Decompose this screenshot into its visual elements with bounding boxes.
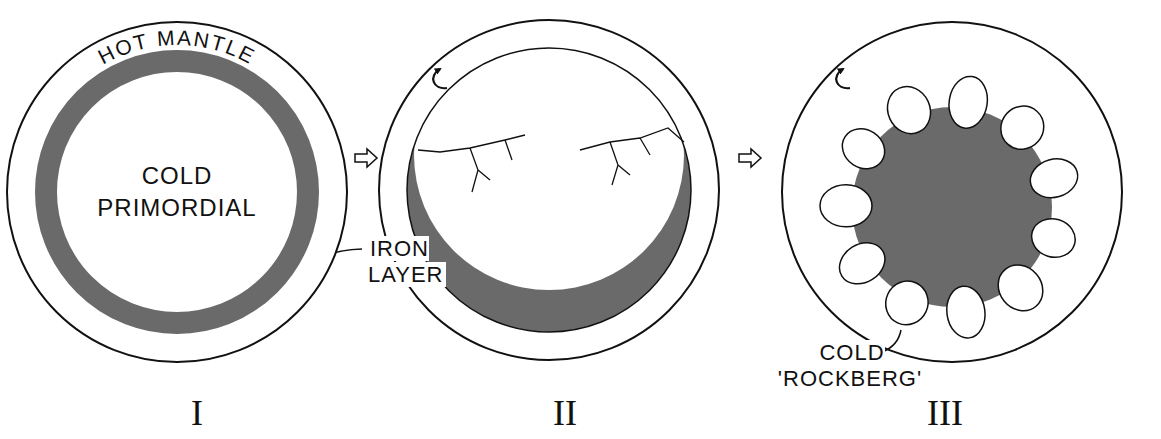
stage-number: I xyxy=(189,393,205,433)
mantle-drawing: HOT MANTLE xyxy=(5,20,349,364)
core-outline xyxy=(407,48,691,332)
label-box: III xyxy=(905,393,985,433)
iron-ring xyxy=(46,61,308,323)
iron-crescent xyxy=(407,20,691,332)
label-box: I xyxy=(157,393,237,433)
rockberg xyxy=(1026,154,1082,204)
mantle-outline xyxy=(379,20,719,360)
rockberg xyxy=(879,274,936,332)
core-label: COLD PRIMORDIAL xyxy=(72,160,282,224)
rockberg xyxy=(944,284,988,341)
rockberg xyxy=(945,74,991,131)
mantle-label: HOT MANTLE xyxy=(94,26,260,69)
label-box: IRON LAYER xyxy=(368,236,460,288)
callout-label: IRON LAYER xyxy=(368,236,446,287)
rockberg xyxy=(1027,213,1080,262)
rockbergs xyxy=(820,74,1082,341)
rockberg xyxy=(880,80,938,141)
rockberg xyxy=(820,185,872,228)
mantle-label: HOT MANTLE xyxy=(94,26,260,69)
mantle-outline xyxy=(7,22,347,362)
label-box: II xyxy=(525,393,605,433)
rockberg xyxy=(835,121,893,177)
stage-arrow xyxy=(355,149,377,167)
label-box: COLD 'ROCKBERG' xyxy=(766,340,936,392)
rockberg xyxy=(992,97,1053,158)
rockberg xyxy=(832,234,893,292)
crack-lines xyxy=(418,128,684,192)
stage-number: III xyxy=(925,393,965,433)
rotation-arrow xyxy=(836,69,850,88)
mantle-outline xyxy=(782,22,1122,362)
stage-arrow xyxy=(739,149,761,167)
rotation-arrow xyxy=(433,69,447,88)
stage-number: II xyxy=(551,393,579,433)
core-circle: COLD PRIMORDIAL xyxy=(57,72,297,312)
mantle-circle: HOT MANTLE COLD PRIMORDIAL xyxy=(5,20,349,364)
callout-label: COLD 'ROCKBERG' xyxy=(778,340,924,391)
rockberg xyxy=(989,256,1052,320)
